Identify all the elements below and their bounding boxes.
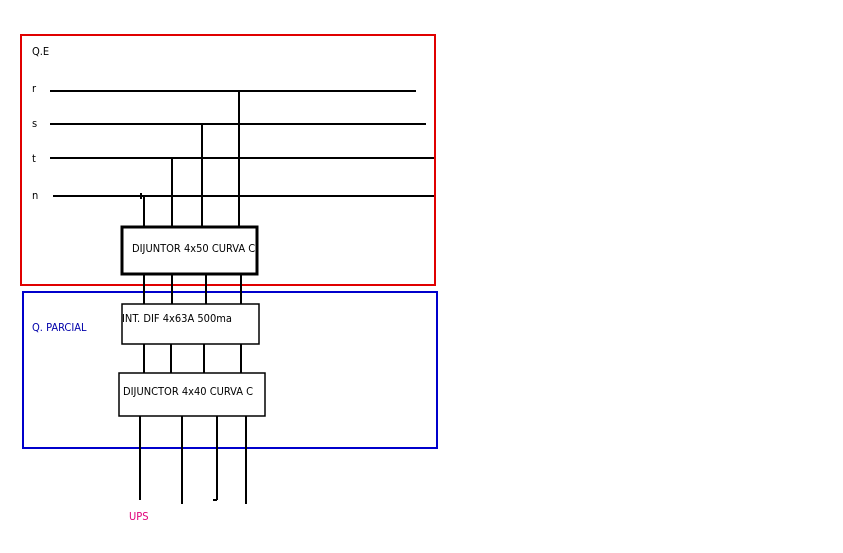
sub-breaker-label: DIJUNCTOR 4x40 CURVA C — [123, 385, 253, 398]
differential-box — [121, 303, 260, 345]
phase-label-r: r — [32, 82, 37, 95]
ups-label: UPS — [129, 510, 149, 523]
main-breaker-label: DIJUNTOR 4x50 CURVA C — [132, 242, 255, 255]
parcial-panel-frame — [22, 291, 438, 449]
qe-panel-frame — [20, 34, 436, 286]
qe-panel-label: Q.E — [32, 45, 49, 58]
phase-label-t: t — [32, 152, 36, 165]
differential-label: INT. DIF 4x63A 500ma — [122, 312, 232, 325]
phase-label-n: n — [32, 189, 38, 202]
main-breaker-box — [120, 225, 259, 276]
phase-label-s: s — [32, 117, 37, 130]
sub-breaker-box — [118, 372, 266, 417]
parcial-panel-label: Q. PARCIAL — [32, 321, 87, 334]
